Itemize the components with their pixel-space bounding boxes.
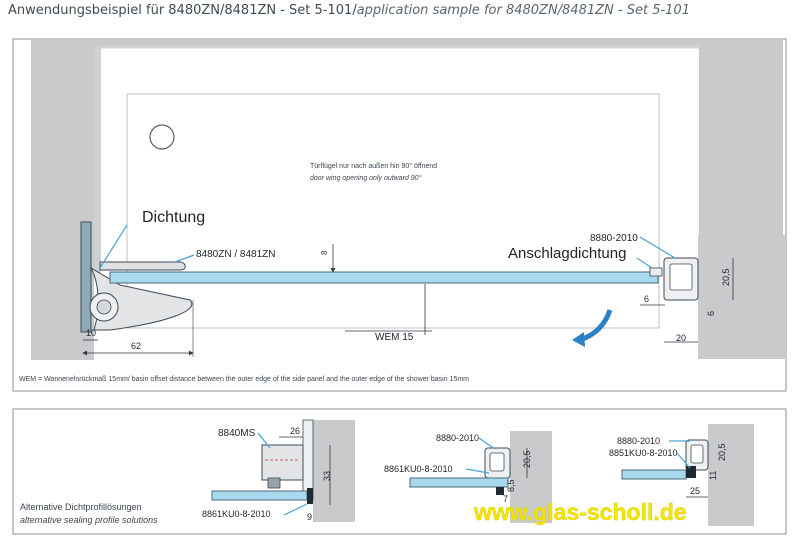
drain-icon bbox=[149, 124, 175, 150]
bottom-title-en: alternative sealing profile solutions bbox=[20, 515, 158, 525]
label-profile: 8880-2010 bbox=[590, 233, 638, 244]
detail-1: 8840MS 26 33 8861KU0-8-2010 9 bbox=[202, 419, 355, 522]
detail1-d26: 26 bbox=[290, 426, 300, 436]
note-de: Türflügel nur nach außen hin 90° öffnend bbox=[310, 162, 437, 170]
dim-6a: 6 bbox=[644, 294, 649, 304]
detail-3: 8880-2010 8851KU0-8-2010 20,5 11 25 bbox=[609, 424, 754, 526]
hinge-clamp bbox=[99, 261, 186, 271]
title-de: Anwendungsbeispiel für 8480ZN/8481ZN - S… bbox=[8, 3, 353, 18]
door-glass bbox=[109, 271, 659, 284]
detail2-d7: 7 bbox=[503, 494, 508, 504]
footnote: WEM = Wannenelnrückmaß 15mm/ basin offse… bbox=[19, 376, 469, 383]
detail2-profile: 8880-2010 bbox=[436, 433, 479, 443]
detail3-d11: 11 bbox=[708, 471, 718, 480]
title-separator: / bbox=[352, 3, 357, 18]
label-hinge: 8480ZN / 8481ZN bbox=[196, 249, 276, 260]
dim-10: 10 bbox=[86, 328, 96, 338]
page-title: Anwendungsbeispiel für 8480ZN/8481ZN - S… bbox=[8, 3, 690, 25]
detail3-seal: 8851KU0-8-2010 bbox=[609, 448, 678, 458]
glass-detail-2 bbox=[409, 477, 509, 488]
dim-62: 62 bbox=[131, 341, 141, 351]
detail2-seal: 8861KU0-8-2010 bbox=[384, 464, 453, 474]
dim-8: 8 bbox=[320, 250, 329, 255]
bottom-title-de: Alternative Dichtprofillösungen bbox=[20, 502, 142, 512]
title-en: application sample for 8480ZN/8481ZN - S… bbox=[356, 3, 690, 18]
detail3-d25: 25 bbox=[690, 486, 700, 496]
part-8840ms bbox=[261, 444, 304, 481]
detail1-seal: 8861KU0-8-2010 bbox=[202, 509, 271, 519]
detail3-profile: 8880-2010 bbox=[617, 436, 660, 446]
detail2-d20-5: 20,5 bbox=[522, 450, 532, 468]
note-en: door wing opening only outward 90° bbox=[310, 174, 422, 182]
detail1-part: 8840MS bbox=[218, 428, 256, 439]
watermark: www.glas-scholl.de bbox=[473, 499, 687, 525]
stop-seal bbox=[649, 267, 663, 277]
detail-2: 8880-2010 8861KU0-8-2010 20,5 8,5 7 bbox=[384, 431, 552, 523]
shower-tray bbox=[126, 93, 660, 329]
glass-detail-3 bbox=[621, 469, 687, 480]
left-wall-foot bbox=[31, 330, 94, 360]
dim-20: 20 bbox=[676, 333, 686, 343]
detail2-d8-5: 8,5 bbox=[506, 479, 516, 492]
dim-6b: 6 bbox=[706, 311, 716, 316]
wall-detail-2 bbox=[510, 431, 552, 523]
wall-detail-1 bbox=[313, 420, 355, 522]
glass-detail-1 bbox=[211, 490, 308, 501]
dim-20-5: 20,5 bbox=[721, 268, 731, 286]
right-wall bbox=[698, 235, 786, 359]
label-dichtung: Dichtung bbox=[142, 209, 205, 226]
label-anschlag: Anschlagdichtung bbox=[508, 245, 626, 262]
wall-detail-3 bbox=[708, 424, 754, 526]
detail3-d20-5: 20,5 bbox=[717, 443, 727, 461]
detail1-d9: 9 bbox=[307, 512, 312, 522]
detail1-d33: 33 bbox=[322, 471, 332, 481]
side-panel-glass bbox=[80, 221, 92, 333]
label-wem: WEM 15 bbox=[375, 332, 414, 343]
leader-dichtung bbox=[99, 224, 128, 269]
